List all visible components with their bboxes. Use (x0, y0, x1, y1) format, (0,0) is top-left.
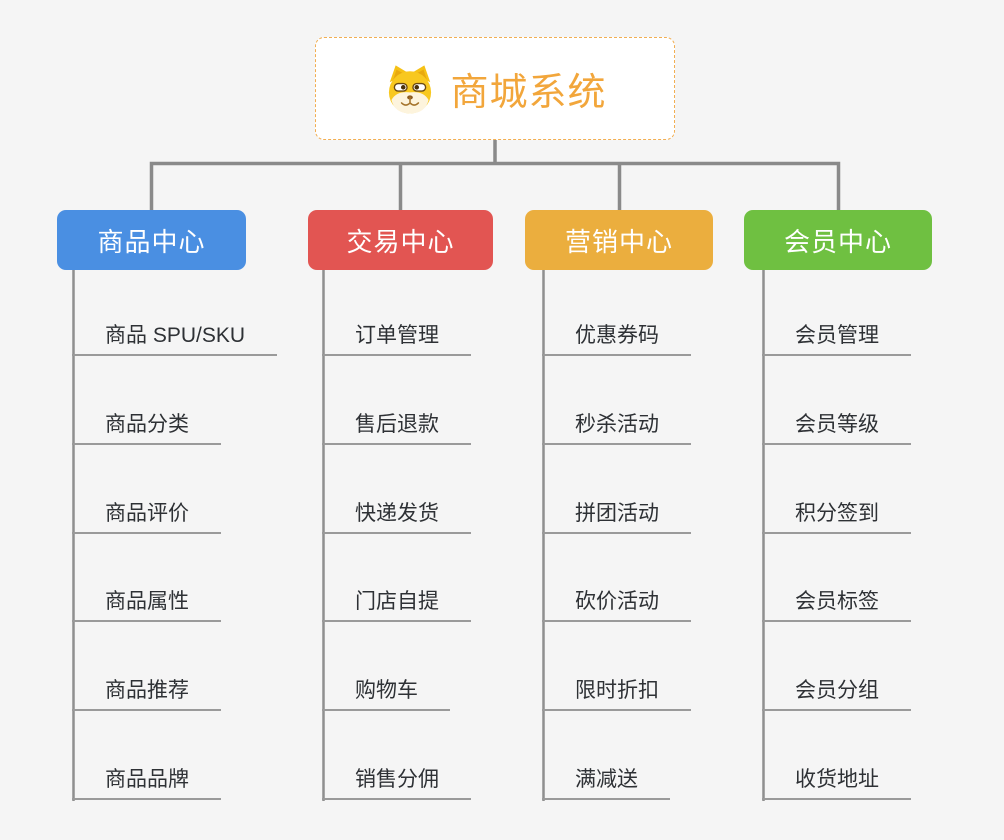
root-title: 商城系统 (450, 72, 607, 114)
root-node[interactable]: 商城系统 (315, 37, 675, 140)
leaf-item[interactable]: 秒杀活动 (542, 403, 691, 445)
leaf-item[interactable]: 售后退款 (322, 403, 471, 445)
leaf-item[interactable]: 积分签到 (762, 492, 911, 534)
leaf-item[interactable]: 砍价活动 (542, 580, 691, 622)
leaf-item[interactable]: 商品评价 (72, 492, 221, 534)
leaf-item[interactable]: 商品品牌 (72, 758, 221, 800)
leaf-item[interactable]: 商品分类 (72, 403, 221, 445)
branch-node-trade-center[interactable]: 交易中心 (308, 210, 493, 270)
root-branch-connector (149, 140, 841, 210)
leaf-item[interactable]: 满减送 (542, 758, 670, 800)
leaf-item[interactable]: 商品属性 (72, 580, 221, 622)
branch-node-marketing-center[interactable]: 营销中心 (525, 210, 713, 270)
leaf-item[interactable]: 会员分组 (762, 669, 911, 711)
branch-node-member-center[interactable]: 会员中心 (744, 210, 932, 270)
leaf-item[interactable]: 商品 SPU/SKU (72, 314, 278, 356)
leaf-item[interactable]: 销售分佣 (322, 758, 471, 800)
leaf-item[interactable]: 收货地址 (762, 758, 911, 800)
leaf-item[interactable]: 会员管理 (762, 314, 911, 356)
leaf-item[interactable]: 会员标签 (762, 580, 911, 622)
branch-node-product-center[interactable]: 商品中心 (57, 210, 246, 270)
leaf-item[interactable]: 门店自提 (322, 580, 471, 622)
leaf-item[interactable]: 限时折扣 (542, 669, 691, 711)
doge-face-icon (389, 64, 432, 113)
leaf-item[interactable]: 会员等级 (762, 403, 911, 445)
leaf-item[interactable]: 拼团活动 (542, 492, 691, 534)
leaf-item[interactable]: 商品推荐 (72, 669, 221, 711)
leaf-item[interactable]: 优惠券码 (542, 314, 691, 356)
leaf-item[interactable]: 订单管理 (322, 314, 471, 356)
leaf-item[interactable]: 购物车 (322, 669, 450, 711)
branch-trunk-lines (72, 270, 765, 801)
leaf-item[interactable]: 快递发货 (322, 492, 471, 534)
